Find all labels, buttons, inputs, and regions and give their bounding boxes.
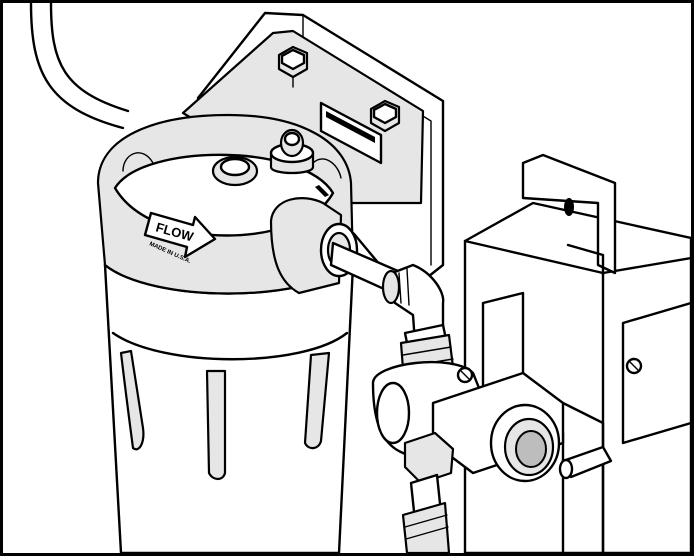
solenoid-cylinder [431,371,565,483]
pressure-relief-button [211,155,259,187]
vent-cap [269,128,315,175]
hanger-bracket [521,153,617,275]
sump-rib [119,349,145,451]
pin-fitting [558,445,613,480]
mounting-bolt-right [369,99,401,133]
sump-rib [205,369,227,481]
filter-installation-drawing: FLOW MADE IN U.S.A. [29,3,691,553]
sump-rib [303,351,331,450]
filter-sump [103,263,355,553]
elbow-fitting [381,263,445,345]
supply-tubing [29,3,130,130]
arrow-mark [315,185,329,197]
lower-fitting [401,431,455,553]
mounting-bolt-left [277,45,309,88]
flow-arrow: FLOW [143,211,217,259]
keyhole-slot [564,198,574,216]
valve-housing [463,153,691,553]
